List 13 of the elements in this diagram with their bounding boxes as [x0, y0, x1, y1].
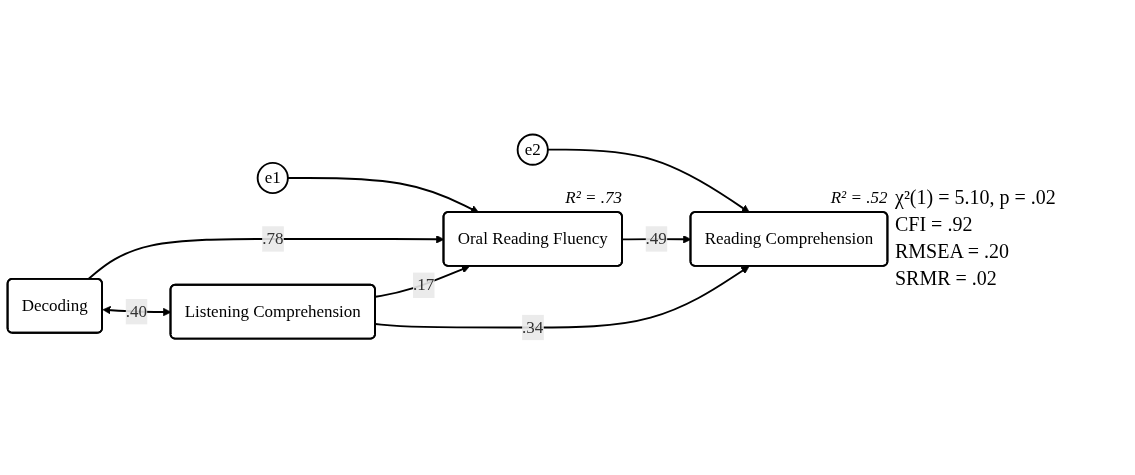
r-squared-label: R² = .52	[830, 188, 888, 209]
node-circle: e2	[516, 133, 549, 166]
fit-statistic: χ²(1) = 5.10, p = .02	[895, 184, 1057, 211]
fit-statistic: CFI = .92	[895, 211, 974, 237]
edge-label: .40	[125, 301, 147, 321]
fit-statistic: RMSEA = .20	[895, 238, 1011, 264]
fit-statistic: SRMR = .02	[895, 265, 998, 291]
edge-label: .49	[645, 229, 667, 249]
edge-label: .78	[262, 229, 284, 249]
edge-label: .34	[522, 317, 544, 337]
edge-label: .17	[412, 275, 435, 295]
node-circle: e1	[256, 162, 289, 195]
r-squared-label: R² = .73	[565, 188, 622, 209]
